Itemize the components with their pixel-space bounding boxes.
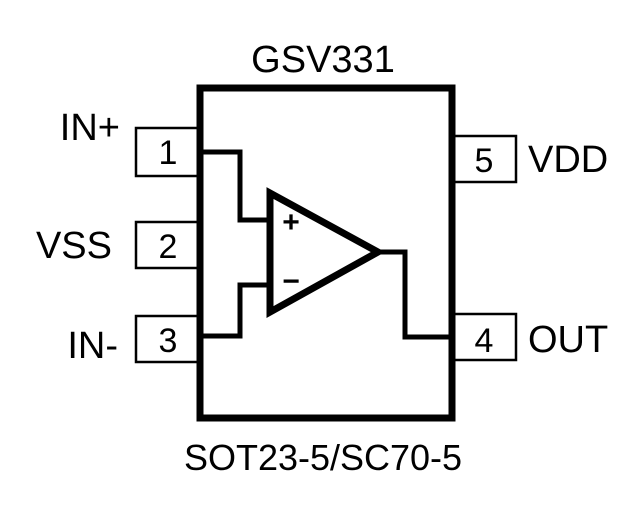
package-label: SOT23-5/SC70-5 xyxy=(184,437,462,478)
pin-2-number: 2 xyxy=(159,228,178,266)
pin-5-pad xyxy=(450,134,518,184)
pin-1-number: 1 xyxy=(159,134,178,172)
wire-output xyxy=(378,249,450,340)
pin-4-name: OUT xyxy=(528,319,608,361)
pin-1-pad xyxy=(134,126,202,178)
pin-1-name: IN+ xyxy=(60,107,120,149)
pin-5-name: VDD xyxy=(528,139,608,181)
wire-in-plus xyxy=(202,149,270,223)
chip-body xyxy=(196,84,456,422)
pin-5-number: 5 xyxy=(475,142,494,180)
pin-3-pad xyxy=(134,314,202,364)
pin-4-number: 4 xyxy=(475,322,494,360)
pin-3-name: IN- xyxy=(67,325,118,367)
opamp-triangle xyxy=(266,187,386,318)
pin-2-name: VSS xyxy=(36,225,112,267)
opamp-minus-sign: − xyxy=(282,265,300,298)
pin-2-pad xyxy=(134,220,202,270)
opamp-plus-sign: + xyxy=(282,206,300,239)
chip-title: GSV331 xyxy=(251,39,395,81)
wire-in-minus xyxy=(202,282,270,339)
pin-4-pad xyxy=(450,312,518,362)
pin-3-number: 3 xyxy=(159,322,178,360)
